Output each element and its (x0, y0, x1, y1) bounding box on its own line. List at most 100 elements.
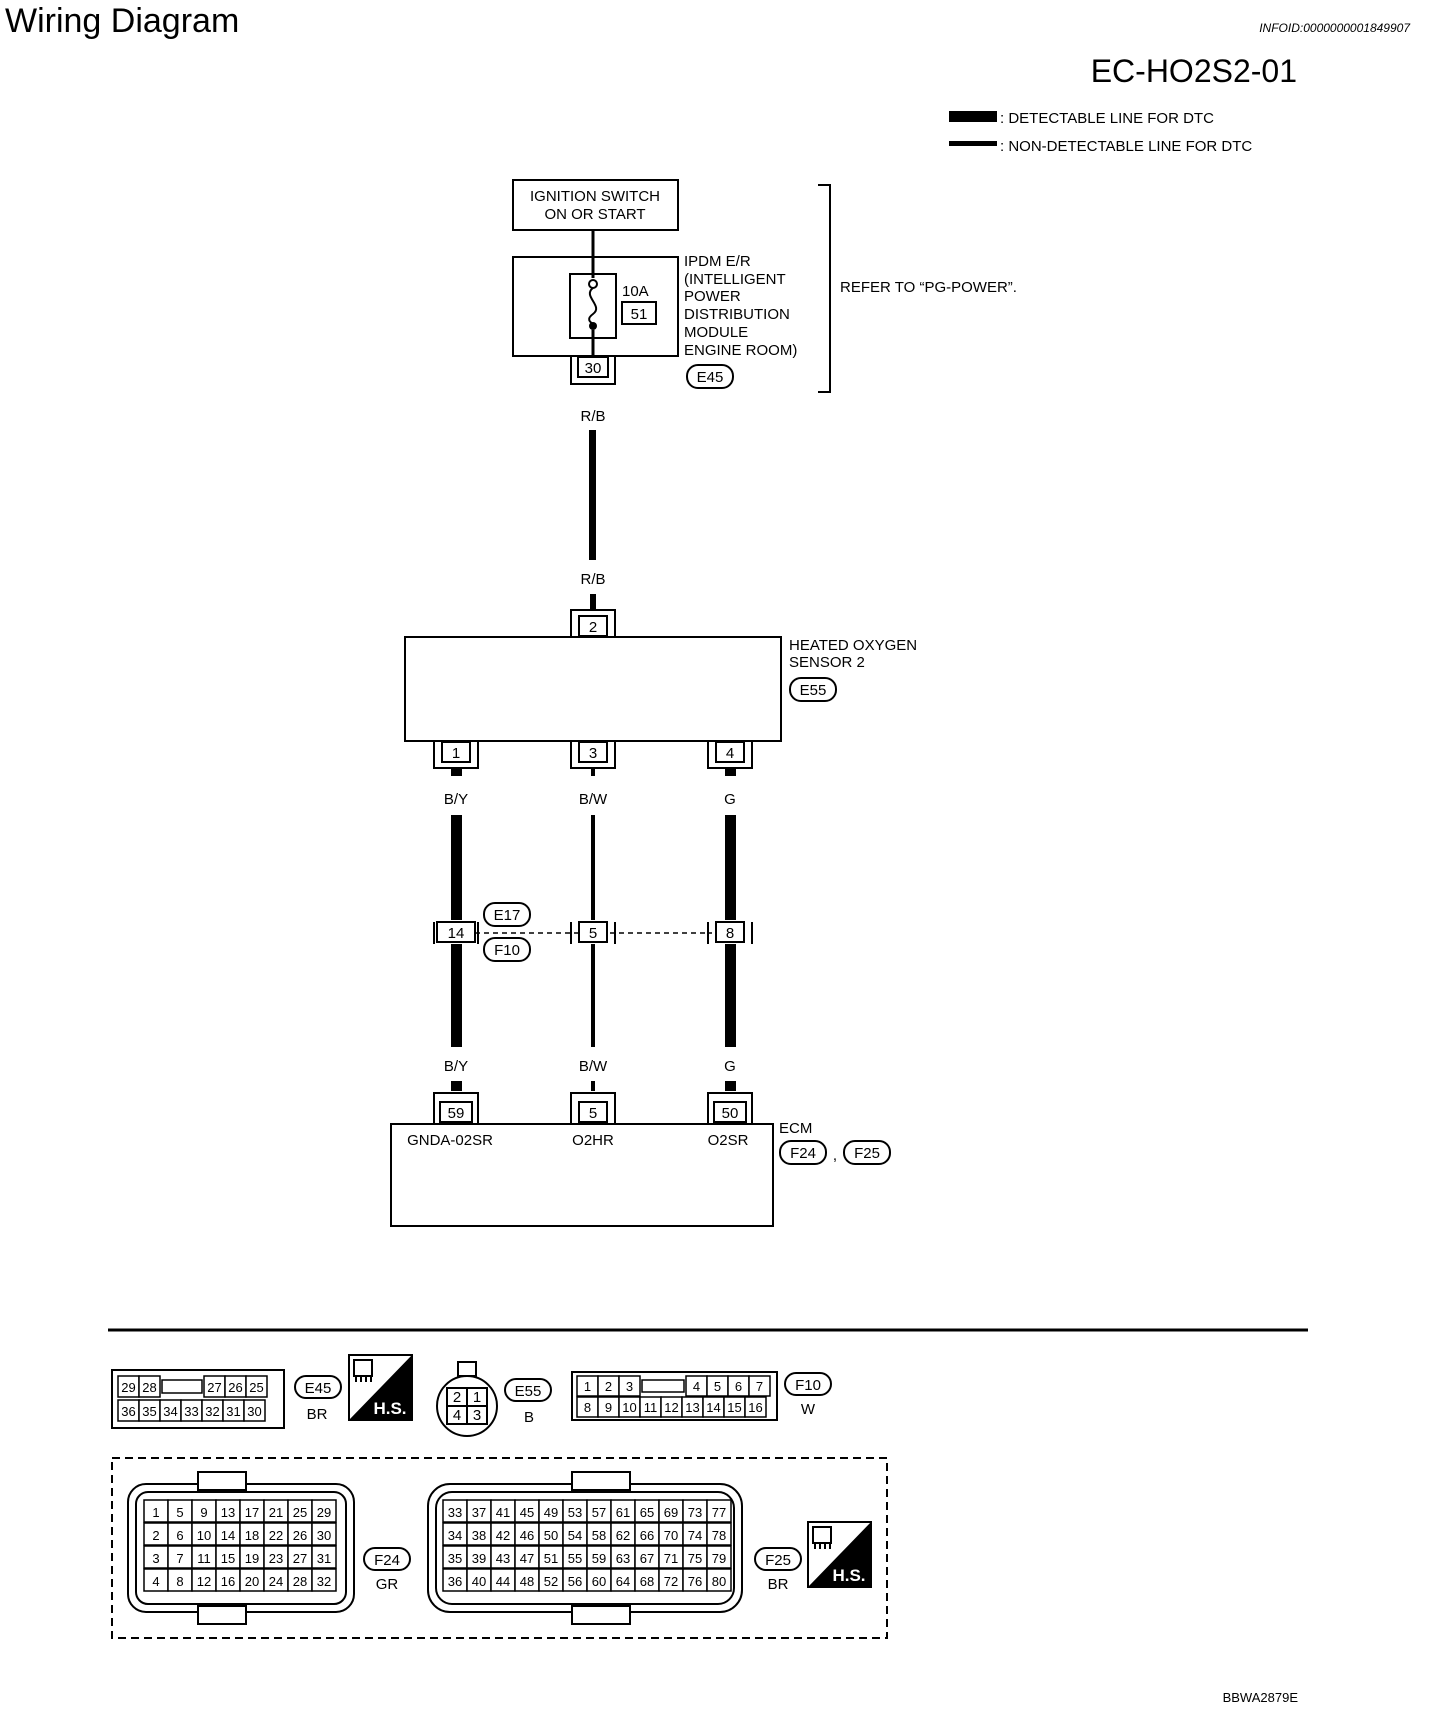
connector-oval (294, 1375, 342, 1399)
pin-number: 32 (205, 1404, 219, 1419)
pin-number: 12 (664, 1400, 678, 1415)
joint-connector-top: E17 (494, 907, 521, 924)
pin-number: 34 (163, 1404, 177, 1419)
pin-number: 50 (544, 1528, 558, 1543)
ecm-terminal-name: O2HR (572, 1132, 614, 1149)
pin-number: 34 (448, 1528, 462, 1543)
pin-number: 65 (640, 1505, 654, 1520)
ecm-connectors-frame (111, 1457, 888, 1639)
pin-cell (138, 1375, 161, 1398)
pin-number: 74 (688, 1528, 702, 1543)
connector-oval (363, 1547, 411, 1571)
connector-key-slot (641, 1379, 685, 1393)
pin-number: 10 (622, 1400, 636, 1415)
wire-color: G (724, 1058, 736, 1075)
wire-color: B/W (579, 791, 608, 808)
ecm-pin: 59 (433, 1092, 479, 1124)
wire-color: B/W (579, 1058, 608, 1075)
sensor-line1: HEATED OXYGEN (789, 637, 917, 654)
legend-thick-line (949, 111, 997, 122)
pin-number: 1 (584, 1379, 591, 1394)
e55-pin: 4 (453, 1407, 461, 1424)
connector-f24-color: GR (376, 1576, 399, 1593)
pin-number: 9 (200, 1505, 207, 1520)
pin-number: 41 (496, 1505, 510, 1520)
pin-number: 5 (176, 1505, 183, 1520)
pin-number: 25 (249, 1380, 263, 1395)
pin-number: 12 (197, 1574, 211, 1589)
pin-number: 57 (592, 1505, 606, 1520)
pin-number: 2 (152, 1528, 159, 1543)
ignition-switch-box (512, 179, 679, 231)
sensor-top-pin: 2 (589, 619, 597, 636)
pin-number: 16 (748, 1400, 762, 1415)
pin-number: 54 (568, 1528, 582, 1543)
pin-number: 21 (269, 1505, 283, 1520)
pin-number: 33 (184, 1404, 198, 1419)
pin-number: 20 (245, 1574, 259, 1589)
pin-number: 14 (221, 1528, 235, 1543)
pin-number: 31 (226, 1404, 240, 1419)
pin-cell (706, 1568, 732, 1592)
ipdm-line: (INTELLIGENT (684, 271, 786, 288)
connector-e45-color: BR (307, 1406, 328, 1423)
pin-cell (311, 1545, 337, 1569)
fuse-terminal-top (588, 279, 598, 289)
pin-number: 27 (293, 1551, 307, 1566)
ipdm-line: IPDM E/R (684, 253, 751, 270)
pin-number: 46 (520, 1528, 534, 1543)
refer-text: REFER TO “PG-POWER”. (840, 279, 1017, 296)
pin-number: 10 (197, 1528, 211, 1543)
ecm-terminal-name: O2SR (708, 1132, 749, 1149)
pin-number: 6 (176, 1528, 183, 1543)
pin-number: 47 (520, 1551, 534, 1566)
joint-pin: 8 (707, 921, 753, 944)
pin-number: 8 (176, 1574, 183, 1589)
pin-number: 43 (496, 1551, 510, 1566)
pin-number: 72 (664, 1574, 678, 1589)
pin-number: 30 (247, 1404, 261, 1419)
connector-oval (686, 364, 734, 389)
sensor-pin: 3 (570, 741, 616, 769)
wire-stub (725, 1081, 736, 1091)
pin-number: 68 (640, 1574, 654, 1589)
wire-stub (451, 768, 462, 776)
connector-oval (754, 1547, 802, 1571)
pin-number: 77 (712, 1505, 726, 1520)
info-id: INFOID:0000000001849907 (1259, 21, 1411, 35)
pin-number: 1 (152, 1505, 159, 1520)
pin-number: 4 (152, 1574, 159, 1589)
svg-text:50: 50 (722, 1105, 739, 1122)
pin-number: 28 (142, 1380, 156, 1395)
wire-bw (591, 815, 595, 920)
pin-number: 56 (568, 1574, 582, 1589)
pin-number: 61 (616, 1505, 630, 1520)
wire-by (451, 815, 462, 920)
ignition-line2: ON OR START (544, 206, 645, 223)
ecm-pin: 50 (707, 1092, 753, 1124)
pin-number: 14 (706, 1400, 720, 1415)
pin-number: 66 (640, 1528, 654, 1543)
pin-number: 18 (245, 1528, 259, 1543)
pin-number: 27 (207, 1380, 221, 1395)
pin-number: 48 (520, 1574, 534, 1589)
sensor-pin: 4 (707, 741, 753, 769)
ecm-terminal-name: GNDA-02SR (407, 1132, 493, 1149)
pin-number: 9 (605, 1400, 612, 1415)
ecm-pin: 5 (570, 1092, 616, 1124)
connector-oval (784, 1372, 832, 1396)
pin-number: 49 (544, 1505, 558, 1520)
svg-text:59: 59 (448, 1105, 465, 1122)
pin-number: 36 (121, 1404, 135, 1419)
footer-code: BBWA2879E (1223, 1690, 1299, 1705)
fuse-icon (588, 287, 598, 325)
ecm-name: ECM (779, 1120, 812, 1137)
pin-number: 33 (448, 1505, 462, 1520)
connector-oval (789, 677, 837, 702)
svg-text:4: 4 (726, 745, 734, 762)
pin-number: 53 (568, 1505, 582, 1520)
ignition-line1: IGNITION SWITCH (530, 188, 660, 205)
pin-number: 39 (472, 1551, 486, 1566)
